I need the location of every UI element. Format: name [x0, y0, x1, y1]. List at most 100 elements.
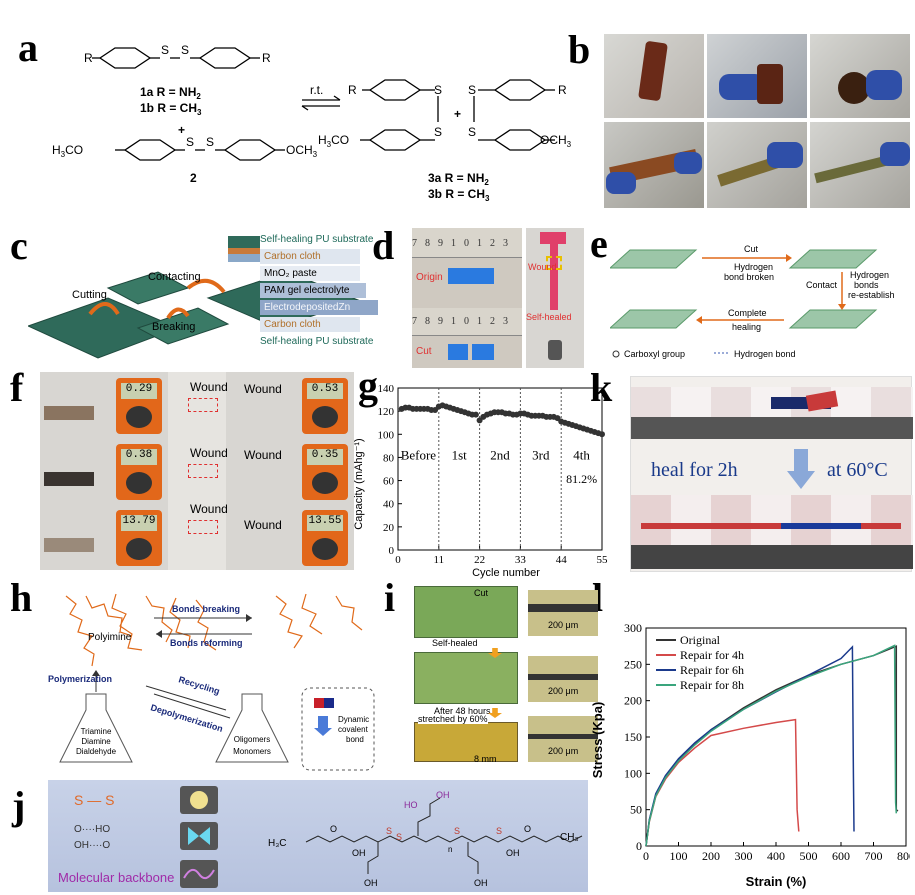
- y-tick-label: 250: [624, 657, 642, 671]
- layer-label: Carbon cloth: [260, 249, 360, 264]
- photo-tile: [707, 34, 807, 118]
- icon-tile: [180, 822, 218, 850]
- panel-e-diagram: Cut Hydrogen bond broken Contact Hydroge…: [610, 244, 895, 359]
- self-healed-label: Self-healed: [432, 638, 478, 648]
- y-tick-label: 20: [383, 522, 395, 534]
- wound-label: Wound: [244, 448, 282, 462]
- multimeter: 0.53: [302, 378, 348, 434]
- flask-text: Oligomers: [234, 735, 270, 744]
- series-line: [645, 718, 800, 847]
- layer-label: Self-healing PU substrate: [260, 336, 374, 347]
- x-tick-label: 44: [556, 554, 568, 566]
- molecular-backbone-label: Molecular backbone: [58, 870, 175, 885]
- x-tick-label: 800: [897, 849, 910, 863]
- down-arrow-icon: [787, 449, 815, 489]
- compound-3b: 3b R = CH3: [428, 187, 490, 203]
- down-arrow-icon: [314, 716, 332, 736]
- hydroxyl: OH: [436, 790, 450, 800]
- sample-strip: [44, 538, 94, 552]
- meter-reading: 13.79: [121, 515, 157, 531]
- section-label: 4th: [573, 448, 590, 463]
- y-tick-label: 120: [378, 406, 395, 418]
- retention-annotation: 81.2%: [566, 472, 597, 486]
- series-line: [645, 644, 898, 847]
- arrow-icon: [166, 307, 190, 320]
- panel-k-photo: heal for 2h at 60°C: [630, 376, 913, 572]
- wound-label: Wound: [190, 446, 228, 460]
- methyl-left: H₃C: [268, 838, 287, 849]
- sulfur: S: [434, 125, 442, 139]
- y-tick-label: 300: [624, 621, 642, 635]
- recycling-label: Recycling: [177, 674, 221, 696]
- micrograph: 200 μm: [528, 590, 598, 636]
- layer-swatch: [228, 254, 260, 262]
- ether-oxygen: O: [524, 824, 531, 834]
- sulfur: S: [468, 125, 476, 139]
- wound-label: Wound: [244, 518, 282, 532]
- legend-carboxyl: Carboxyl group: [624, 349, 685, 359]
- arrow-icon: [88, 302, 120, 316]
- panel-h-diagram: Polyimine Bonds breaking Bonds reforming…: [48, 593, 375, 771]
- photo-tile: [707, 122, 807, 208]
- reestablish-label: re-establish: [848, 290, 895, 300]
- cutting-label: Cutting: [72, 289, 107, 301]
- compound-3a: 3a R = NH2: [428, 171, 489, 187]
- legend-entry: Repair for 6h: [680, 663, 744, 677]
- icon-tile: [180, 860, 218, 888]
- x-tick-label: 0: [395, 554, 401, 566]
- room-temperature: r.t.: [310, 83, 323, 97]
- layer-label: Self-healing PU substrate: [260, 234, 374, 245]
- contacting-label: Contacting: [148, 271, 201, 283]
- panel-label-j: j: [12, 783, 26, 828]
- y-tick-label: 80: [383, 452, 395, 464]
- scale-mm: 8 mm: [474, 754, 497, 764]
- data-point: [472, 411, 479, 418]
- wound-label: Wound: [244, 382, 282, 396]
- legend-hbond: Hydrogen bond: [734, 349, 796, 359]
- layer-label: Carbon cloth: [260, 317, 360, 332]
- wound-box: [188, 520, 218, 534]
- meter-reading: 0.53: [307, 383, 343, 399]
- photo-tile: [604, 34, 704, 118]
- series-line: [645, 645, 855, 847]
- methyl-right: CH₃: [560, 832, 579, 843]
- r-group: R: [84, 51, 93, 65]
- dynamic-bond-label: bond: [346, 735, 364, 744]
- x-tick-label: 300: [735, 849, 753, 863]
- panel-f-photos: 0.29 0.53 0.38 0.35 13.79 13.55 Wound Wo…: [40, 372, 354, 570]
- r-group: R: [558, 83, 567, 97]
- section-label: Before: [401, 448, 437, 463]
- panel-d-photo-right: Wound Self-healed: [526, 228, 584, 368]
- polyimine-label: Polyimine: [88, 632, 132, 643]
- meter-reading: 13.55: [307, 515, 343, 531]
- meter-reading: 0.38: [121, 449, 157, 465]
- panel-label-a: a: [18, 25, 38, 70]
- layer-label: MnO₂ paste: [260, 266, 360, 281]
- panel-label-i: i: [384, 575, 396, 620]
- y-tick-label: 0: [636, 839, 642, 853]
- x-tick-label: 100: [670, 849, 688, 863]
- x-axis-label: Strain (%): [746, 874, 807, 889]
- photo-tile: [604, 122, 704, 208]
- down-arrow-icon: [488, 708, 502, 718]
- layer-swatch: [228, 236, 260, 248]
- panel-label-g: g: [358, 363, 378, 408]
- ruler-numbers: 78910123: [412, 316, 516, 327]
- benzene-ring: [368, 79, 422, 101]
- legend-entry: Repair for 8h: [680, 678, 744, 692]
- x-tick-label: 600: [832, 849, 850, 863]
- ruler-numbers: 78910123: [412, 238, 516, 249]
- panel-a-scheme: R R S S 1a R = NH2 1b R = CH3 + H3CO S S…: [52, 43, 572, 203]
- y-axis-label: Capacity (mAhg⁻¹): [353, 438, 365, 529]
- x-tick-label: 700: [865, 849, 883, 863]
- plus-sign: +: [454, 107, 461, 121]
- polymerization-label: Polymerization: [48, 674, 112, 684]
- benzene-ring: [223, 139, 277, 161]
- flask-icon: [59, 693, 133, 763]
- multimeter: 13.55: [302, 510, 348, 566]
- sulfur: S: [181, 43, 189, 57]
- flask-text: Diamine: [81, 737, 111, 746]
- y-tick-label: 150: [624, 730, 642, 744]
- flask-icon: [215, 693, 289, 763]
